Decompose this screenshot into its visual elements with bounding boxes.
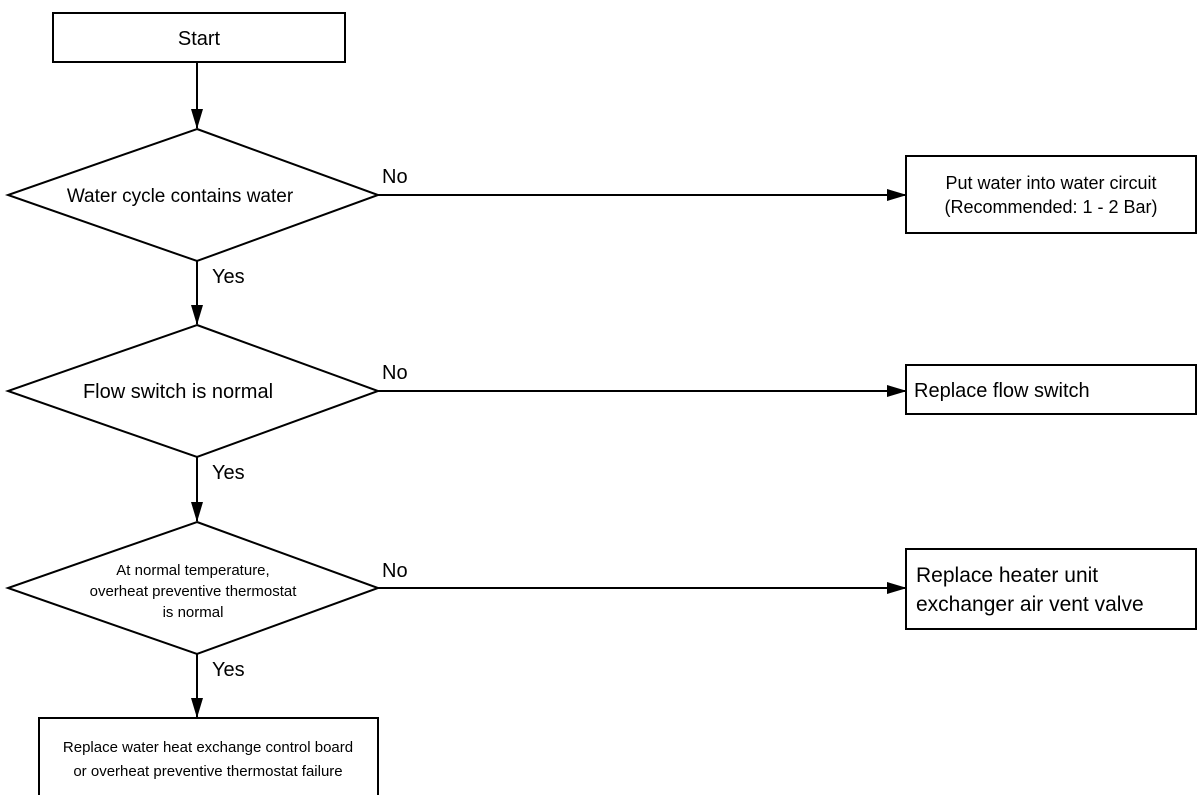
decision-flow-switch-line-1: Flow switch is normal [83, 381, 273, 403]
decision-thermostat-line-1: At normal temperature, [116, 562, 269, 579]
final-box-line-2: or overheat preventive thermostat failur… [73, 763, 342, 780]
start-box: Start [52, 12, 346, 63]
yes-label-2: Yes [212, 462, 245, 484]
action-put-water-line-2: (Recommended: 1 - 2 Bar) [944, 197, 1157, 217]
yes-label-1: Yes [212, 266, 245, 288]
decision-water-cycle: Water cycle contains water [4, 127, 381, 263]
decision-thermostat-line-3: is normal [163, 604, 224, 621]
decision-thermostat-line-2: overheat preventive thermostat [90, 583, 298, 600]
decision-thermostat: At normal temperature, overheat preventi… [4, 520, 381, 656]
action-replace-heater-unit: Replace heater unit exchanger air vent v… [905, 548, 1197, 630]
no-label-3: No [382, 560, 408, 582]
action-replace-heater-unit-line-1: Replace heater unit [916, 564, 1098, 587]
action-put-water-line-1: Put water into water circuit [945, 173, 1156, 193]
final-box: Replace water heat exchange control boar… [38, 717, 379, 795]
no-label-1: No [382, 166, 408, 188]
final-box-line-1: Replace water heat exchange control boar… [63, 739, 353, 756]
decision-water-cycle-line-1: Water cycle contains water [67, 186, 294, 207]
no-label-2: No [382, 362, 408, 384]
action-put-water: Put water into water circuit (Recommende… [905, 155, 1197, 234]
yes-label-3: Yes [212, 659, 245, 681]
action-replace-flow-switch: Replace flow switch [905, 364, 1197, 415]
decision-flow-switch: Flow switch is normal [4, 323, 381, 459]
start-label: Start [178, 28, 221, 50]
action-replace-heater-unit-line-2: exchanger air vent valve [916, 593, 1144, 616]
action-replace-flow-switch-line-1: Replace flow switch [914, 380, 1090, 402]
